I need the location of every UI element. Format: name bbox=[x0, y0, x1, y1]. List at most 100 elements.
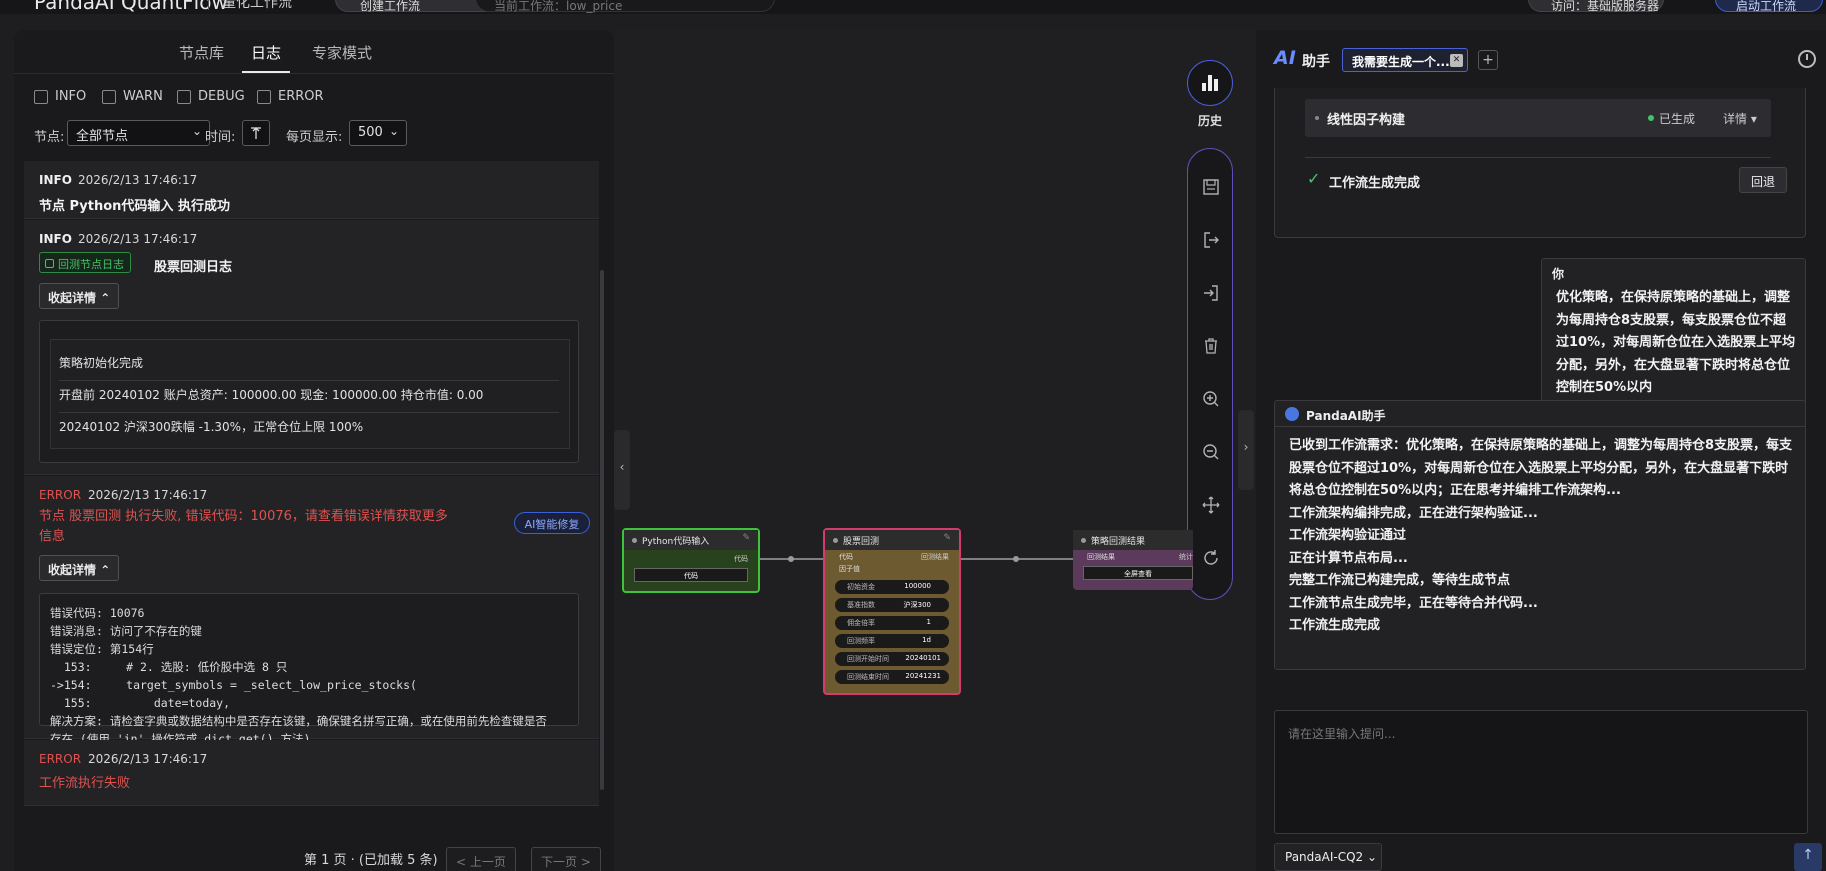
checkbox-box[interactable] bbox=[34, 89, 48, 104]
zoom-in-icon[interactable] bbox=[1201, 389, 1221, 409]
chevron-up-icon: ⌃ bbox=[100, 563, 111, 577]
time-sort-label: 时间: bbox=[205, 130, 236, 145]
collapse-right-panel-button[interactable]: › bbox=[1238, 410, 1254, 490]
param-key: 基准指数 bbox=[847, 601, 875, 609]
error-code-block: 错误代码: 10076 错误消息: 访问了不存在的键 错误定位: 第154行 1… bbox=[50, 606, 547, 746]
save-icon[interactable] bbox=[1201, 177, 1221, 197]
port-label: 回测结果 bbox=[1087, 553, 1115, 561]
trash-icon[interactable] bbox=[1201, 336, 1221, 356]
send-button[interactable]: ↑ bbox=[1794, 843, 1822, 871]
log-list: INFO 2026/2/13 17:46:17 节点 Python代码输入 执行… bbox=[24, 161, 599, 806]
fullscreen-view-button[interactable]: 全屏查看 bbox=[1083, 566, 1193, 580]
checkbox-box[interactable] bbox=[102, 89, 116, 104]
chat-session-tab[interactable]: 我需要生成一个...✕ bbox=[1342, 48, 1468, 72]
step-status: 已生成 bbox=[1647, 112, 1696, 126]
export-icon[interactable] bbox=[1201, 230, 1221, 250]
button-label: 收起详情 bbox=[48, 291, 97, 305]
node-title: 股票回测 bbox=[843, 537, 880, 547]
port-label: 因子值 bbox=[839, 565, 860, 573]
checkbox-box[interactable] bbox=[257, 89, 271, 104]
model-select[interactable]: PandaAI-CQ2 ⌄ bbox=[1274, 843, 1382, 871]
node-filter-value: 全部节点 bbox=[76, 129, 129, 144]
param-field[interactable]: 基准指数沪深300 bbox=[835, 598, 949, 612]
log-message: 节点 Python代码输入 执行成功 bbox=[39, 199, 230, 214]
message-line: 正在计算节点布局... bbox=[1289, 550, 1408, 566]
chat-body: 线性因子构建 已生成 详情 ▾ ✓ 工作流生成完成 回退 你 优化策略，在保持原… bbox=[1256, 88, 1826, 728]
port-label: 代码 bbox=[734, 555, 748, 563]
zoom-out-icon[interactable] bbox=[1201, 442, 1221, 462]
status-dot bbox=[1081, 538, 1086, 543]
sort-icon bbox=[251, 127, 261, 139]
pagination-info: 第 1 页 · (已加载 5 条) bbox=[304, 853, 438, 868]
filter-warn-checkbox[interactable]: WARN bbox=[102, 89, 163, 104]
close-icon[interactable]: ✕ bbox=[1450, 54, 1463, 67]
bar-chart-icon bbox=[1202, 75, 1218, 91]
error-detail-box: 错误代码: 10076 错误消息: 访问了不存在的键 错误定位: 第154行 1… bbox=[39, 593, 579, 746]
log-title: 股票回测日志 bbox=[154, 260, 233, 275]
user-message-text: 优化策略，在保持原策略的基础上，调整为每周持仓8支股票，每支股票仓位不超过10%… bbox=[1556, 290, 1796, 395]
move-icon[interactable] bbox=[1201, 495, 1221, 515]
node-filter-label: 节点: bbox=[34, 130, 65, 145]
create-workflow-button[interactable]: 创建工作流 bbox=[335, 0, 505, 13]
workflow-search-input[interactable]: 当前工作流：low_price bbox=[475, 0, 775, 13]
step-row: 线性因子构建 已生成 详情 ▾ bbox=[1305, 99, 1771, 137]
tab-logs[interactable]: 日志 bbox=[251, 44, 282, 62]
rollback-button[interactable]: 回退 bbox=[1739, 167, 1787, 193]
tab-expert-mode[interactable]: 专家模式 bbox=[312, 44, 373, 62]
ai-fix-button[interactable]: AI智能修复 bbox=[514, 512, 590, 534]
history-button[interactable] bbox=[1187, 60, 1233, 106]
per-page-label: 每页显示: bbox=[286, 130, 343, 145]
log-timestamp: 2026/2/13 17:46:17 bbox=[88, 488, 208, 502]
assistant-message-header: PandaAI助手 bbox=[1275, 401, 1805, 427]
time-sort-button[interactable] bbox=[242, 120, 270, 146]
collapse-details-button[interactable]: 收起详情 ⌃ bbox=[39, 555, 120, 581]
log-detail-box: 策略初始化完成 开盘前 20240102 账户总资产: 100000.00 现金… bbox=[39, 320, 579, 463]
collapse-details-button[interactable]: 收起详情 ⌃ bbox=[39, 283, 120, 309]
filter-label: ERROR bbox=[278, 89, 324, 104]
refresh-icon[interactable] bbox=[1201, 548, 1221, 568]
per-page-value: 500 bbox=[358, 125, 383, 140]
code-field-button[interactable]: 代码 bbox=[634, 568, 748, 582]
filter-debug-checkbox[interactable]: DEBUG bbox=[177, 89, 245, 104]
history-clock-icon[interactable] bbox=[1798, 50, 1816, 68]
arrow-up-icon: ↑ bbox=[1802, 847, 1814, 863]
run-workflow-button[interactable]: 启动工作流 bbox=[1715, 0, 1823, 13]
tab-node-library[interactable]: 节点库 bbox=[179, 44, 225, 62]
workflow-canvas[interactable] bbox=[614, 30, 1256, 871]
node-backtest-result[interactable]: 策略回测结果 回测结果 统计 全屏查看 bbox=[1073, 530, 1193, 590]
import-icon[interactable] bbox=[1201, 283, 1221, 303]
next-page-button[interactable]: 下一页 > bbox=[531, 847, 601, 871]
detail-row: 开盘前 20240102 账户总资产: 100000.00 现金: 100000… bbox=[59, 386, 559, 413]
filter-info-checkbox[interactable]: INFO bbox=[34, 89, 86, 104]
log-message: 工作流执行失败 bbox=[39, 776, 131, 791]
chat-input[interactable]: 请在这里输入提问... bbox=[1274, 710, 1808, 834]
node-python-input[interactable]: Python代码输入✎ 代码 代码 bbox=[622, 528, 760, 593]
log-detail-inner: 策略初始化完成 开盘前 20240102 账户总资产: 100000.00 现金… bbox=[50, 339, 570, 449]
workflow-done-text: 工作流生成完成 bbox=[1329, 176, 1421, 191]
message-line: 工作流节点生成完毕，正在等待合并代码... bbox=[1289, 595, 1538, 611]
param-key: 回测频率 bbox=[847, 637, 875, 645]
checkbox-box[interactable] bbox=[177, 89, 191, 104]
node-filter-select[interactable]: 全部节点 ⌄ bbox=[67, 120, 210, 146]
server-status-button[interactable]: 访问：基础版服务器 bbox=[1528, 0, 1664, 13]
assistant-message-text: 已收到工作流需求：优化策略，在保持原策略的基础上，调整为每周持仓8支股票，每支股… bbox=[1289, 435, 1794, 638]
filter-error-checkbox[interactable]: ERROR bbox=[257, 89, 324, 104]
log-entry: INFO 2026/2/13 17:46:17 回测节点日志 股票回测日志 收起… bbox=[24, 220, 599, 475]
detail-row: 策略初始化完成 bbox=[59, 354, 559, 381]
step-details-toggle[interactable]: 详情 ▾ bbox=[1723, 112, 1757, 126]
assistant-message: PandaAI助手 已收到工作流需求：优化策略，在保持原策略的基础上，调整为每周… bbox=[1274, 400, 1806, 670]
per-page-select[interactable]: 500 ⌄ bbox=[349, 120, 407, 146]
edit-icon[interactable]: ✎ bbox=[943, 533, 951, 543]
collapse-left-panel-button[interactable]: ‹ bbox=[614, 430, 630, 510]
param-key: 初始资金 bbox=[847, 583, 875, 591]
edit-icon[interactable]: ✎ bbox=[742, 533, 750, 543]
log-scrollbar[interactable] bbox=[600, 270, 604, 790]
prev-page-button[interactable]: < 上一页 bbox=[446, 847, 516, 871]
add-chat-button[interactable]: + bbox=[1478, 50, 1498, 70]
